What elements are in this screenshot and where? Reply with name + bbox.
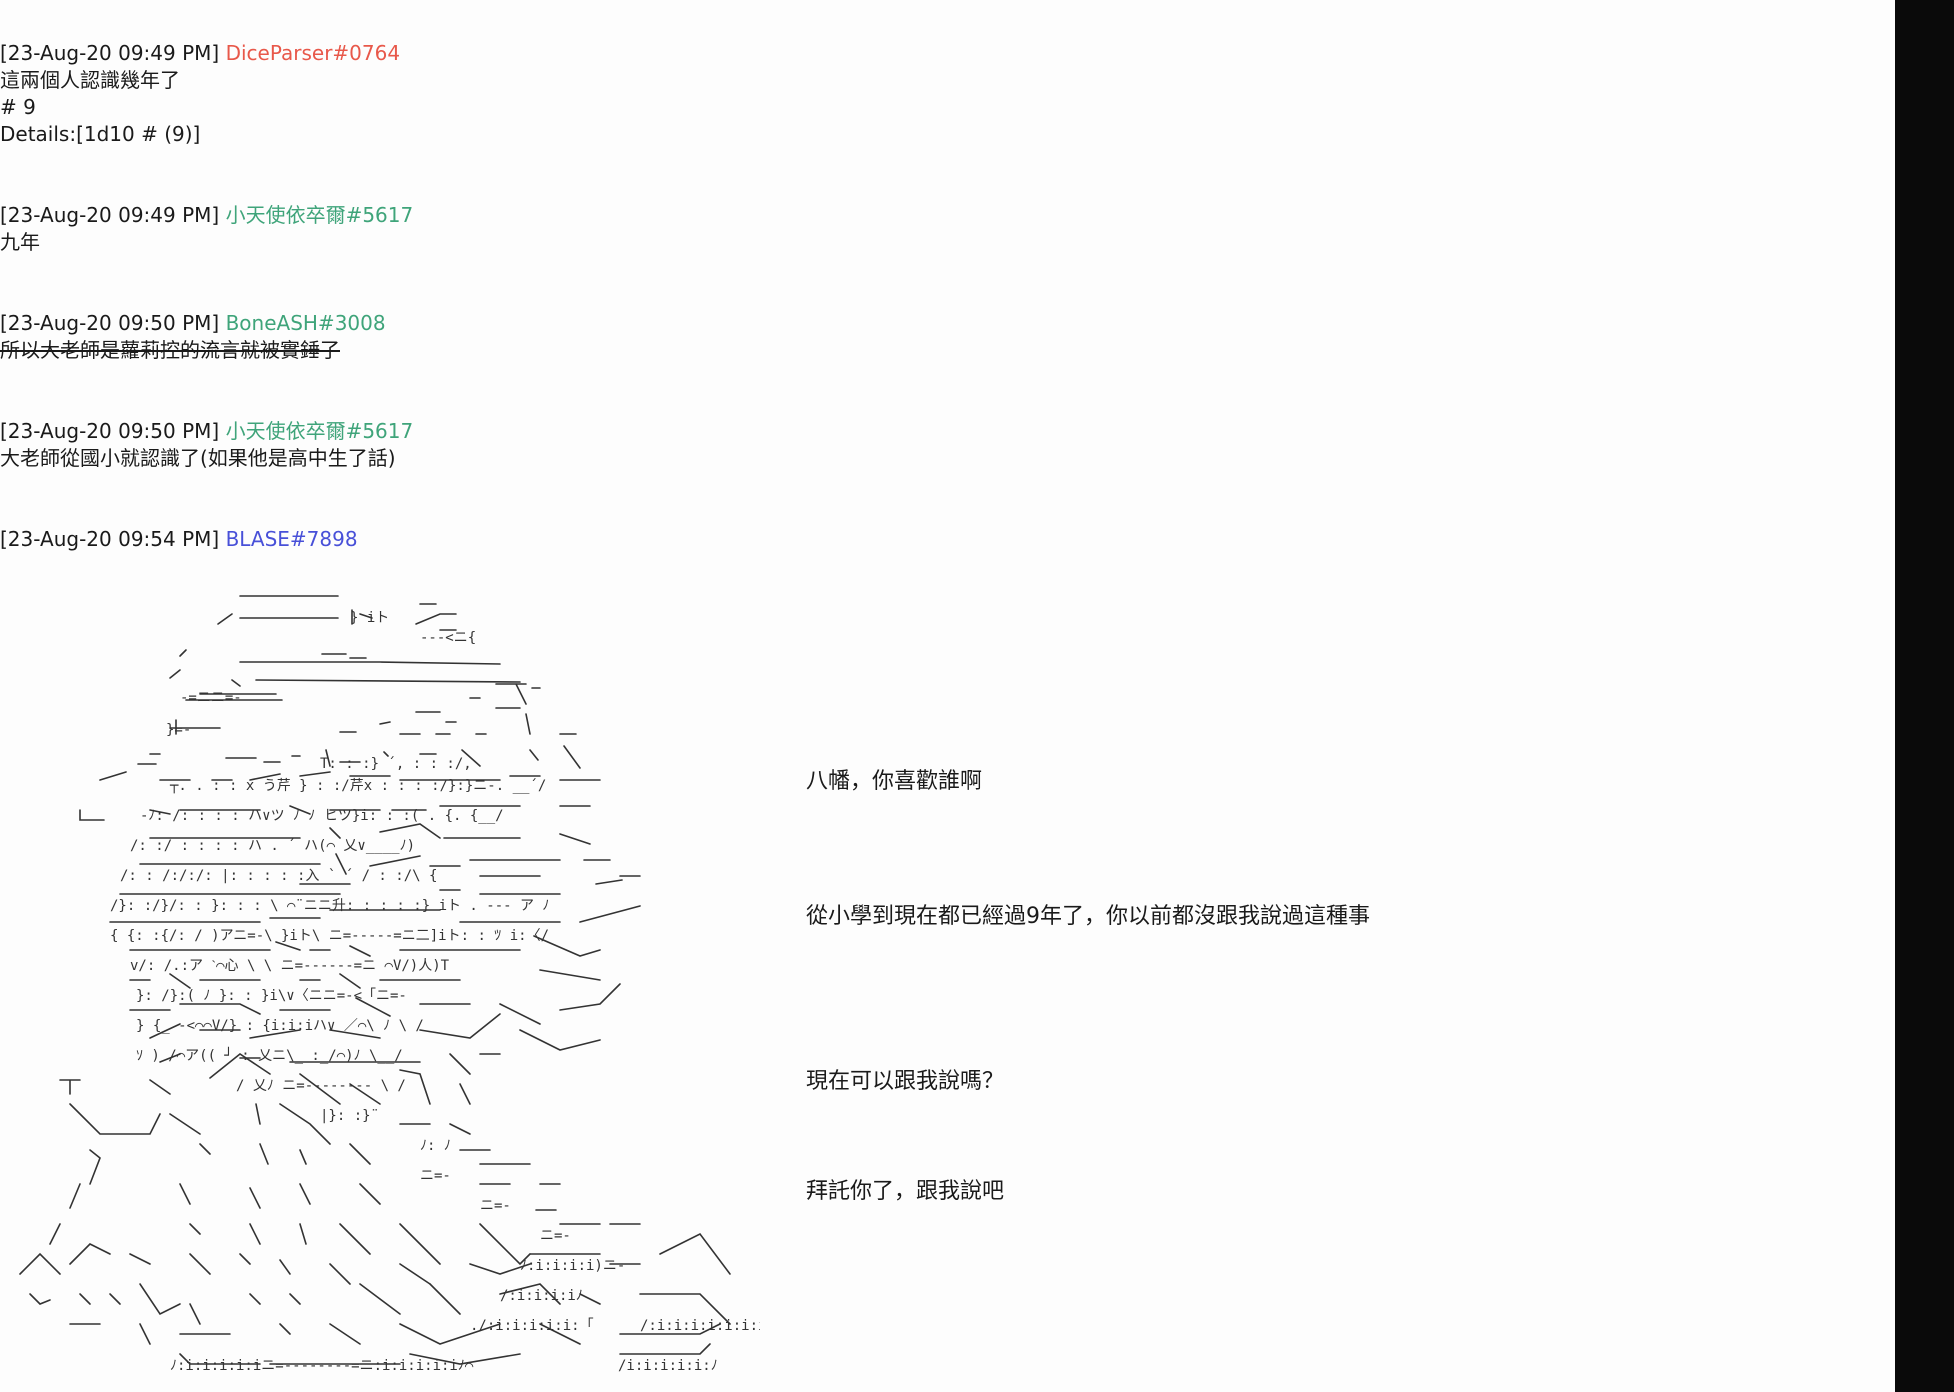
message-timestamp: [23-Aug-20 09:50 PM]	[0, 311, 220, 335]
chat-log: [23-Aug-20 09:49 PM] DiceParser#0764 這兩個…	[0, 40, 1200, 607]
message-author[interactable]: 小天使依卒爾#5617	[225, 203, 414, 227]
message-author[interactable]: 小天使依卒爾#5617	[225, 419, 414, 443]
aa-text-fragment: /: : /:/:/: |: : : : :入 ` ´ / : :/\ {	[120, 868, 437, 884]
aa-text-fragment: /:i:i:i:iﾉ	[500, 1288, 583, 1304]
chat-message: [23-Aug-20 09:50 PM] 小天使依卒爾#5617 大老師從國小就…	[0, 418, 1200, 472]
chat-message: [23-Aug-20 09:50 PM] BoneASH#3008 所以大老師是…	[0, 310, 1200, 364]
message-header: [23-Aug-20 09:49 PM] 小天使依卒爾#5617	[0, 202, 1200, 229]
aa-text-fragment: -ﾉ: /: : : : ハ∨ツ ﾉ ﾉ ヒツ}i: : :( . {. {__…	[140, 808, 504, 824]
aa-text-fragment: ﾉ:i:i:i:i)ニ-	[520, 1258, 625, 1274]
dialogue-line: 八幡，你喜歡誰啊	[806, 769, 983, 794]
message-header: [23-Aug-20 09:50 PM] BoneASH#3008	[0, 310, 1200, 337]
aa-text-fragment: ｿ ) /⌒ア(( ┘ : 乂ニ\_ :_/⌒)ﾉ \__/	[136, 1047, 403, 1064]
message-header: [23-Aug-20 09:54 PM] BLASE#7898	[0, 526, 1200, 553]
message-timestamp: [23-Aug-20 09:50 PM]	[0, 419, 220, 443]
aa-text-fragment: ---<ニ{	[420, 630, 476, 646]
window-edge-bar	[1895, 0, 1954, 1392]
aa-text-fragment: /}: :/}/: : }: : : \ ⌒¨ニニ升: : : : :} iト …	[110, 898, 549, 914]
aa-text-fragment: /:i:i:i:i:i:i:i}	[640, 1318, 760, 1334]
dialogue-line: 從小學到現在都已經過9年了，你以前都沒跟我說過這種事	[806, 904, 1370, 929]
message-line: 這兩個人認識幾年了	[0, 68, 180, 92]
chat-message: [23-Aug-20 09:54 PM] BLASE#7898	[0, 526, 1200, 553]
aa-text-fragment: ニ=-	[480, 1198, 511, 1214]
aa-text-fragment: } {_ -<⌒⌒V/} : {i:i:iハ∨ ／⌒\ ﾉ \ /	[136, 1018, 424, 1034]
dialogue-line: 拜託你了，跟我說吧	[806, 1179, 1005, 1204]
message-header: [23-Aug-20 09:50 PM] 小天使依卒爾#5617	[0, 418, 1200, 445]
message-line: 所以大老師是蘿莉控的流言就被實錘了	[0, 338, 340, 362]
aa-text-fragment: } iト	[350, 610, 389, 626]
message-line: 九年	[0, 230, 40, 254]
message-author[interactable]: DiceParser#0764	[225, 41, 401, 65]
message-author[interactable]: BoneASH#3008	[225, 311, 386, 335]
message-timestamp: [23-Aug-20 09:54 PM]	[0, 527, 220, 551]
aa-text-fragment: }=-	[166, 722, 191, 738]
aa-text-fragment: ﾉ:i:i:i:i:iニ=--------=ニ:i:i:i:i:iﾉ⌒	[170, 1358, 474, 1374]
message-author[interactable]: BLASE#7898	[225, 527, 358, 551]
aa-text-fragment: ニ=-	[420, 1168, 451, 1184]
dialogue-line: 現在可以跟我說嗎？	[806, 1069, 1005, 1094]
aa-text-fragment: T: : :} ´, : : :/,	[320, 756, 472, 772]
aa-text-fragment: /: :/ : : : : ハ . ´ ハ(⌒ 乂∨____ﾉ)	[130, 838, 415, 854]
message-timestamp: [23-Aug-20 09:49 PM]	[0, 203, 220, 227]
aa-text-fragment: ニ=-	[540, 1228, 571, 1244]
message-timestamp: [23-Aug-20 09:49 PM]	[0, 41, 220, 65]
message-line: Details:[1d10 # (9)]	[0, 122, 201, 146]
aa-text-fragment: }: /}:( ﾉ }: : }i\∨〈ニニ=-<「ニ=-	[136, 988, 407, 1004]
chat-message: [23-Aug-20 09:49 PM] 小天使依卒爾#5617 九年	[0, 202, 1200, 256]
aa-text-fragment: -=ニニ=-	[180, 690, 242, 706]
chat-message: [23-Aug-20 09:49 PM] DiceParser#0764 這兩個…	[0, 40, 1200, 148]
ascii-art-character: } iト ---<ニ{ -=ニニ=- }=- T: : :} ´, : : :/…	[0, 584, 760, 1374]
aa-text-fragment: / 乂ﾉ ニ=-------- \ /	[236, 1078, 406, 1094]
aa-text-fragment: ﾉ: ﾉ	[420, 1138, 451, 1154]
message-line: # 9	[0, 95, 36, 119]
aa-text-fragment: /i:i:i:i:i:ﾉ	[618, 1358, 718, 1374]
aa-text-fragment: ┬. . : : x う芹 } : :/芹x : : : :/}:}ニ-. __…	[169, 778, 546, 794]
aa-text-fragment: |}: :}¨	[320, 1108, 379, 1124]
aa-text-fragment: v/: /.:ア ˋ⌒心 \ \ ニ=------=ニ ⌒V/)人)T	[130, 958, 450, 974]
ascii-art-drawing: } iト ---<ニ{ -=ニニ=- }=- T: : :} ´, : : :/…	[19, 595, 760, 1374]
message-header: [23-Aug-20 09:49 PM] DiceParser#0764	[0, 40, 1200, 67]
message-line: 大老師從國小就認識了(如果他是高中生了話)	[0, 446, 396, 470]
aa-text-fragment: { {: :{/: / )アニ=-\ }iト\ ニ=-----=ニ二]iト: :…	[110, 928, 549, 944]
aa-text-fragment: ./:i:i:i:i:i:「	[470, 1318, 594, 1334]
